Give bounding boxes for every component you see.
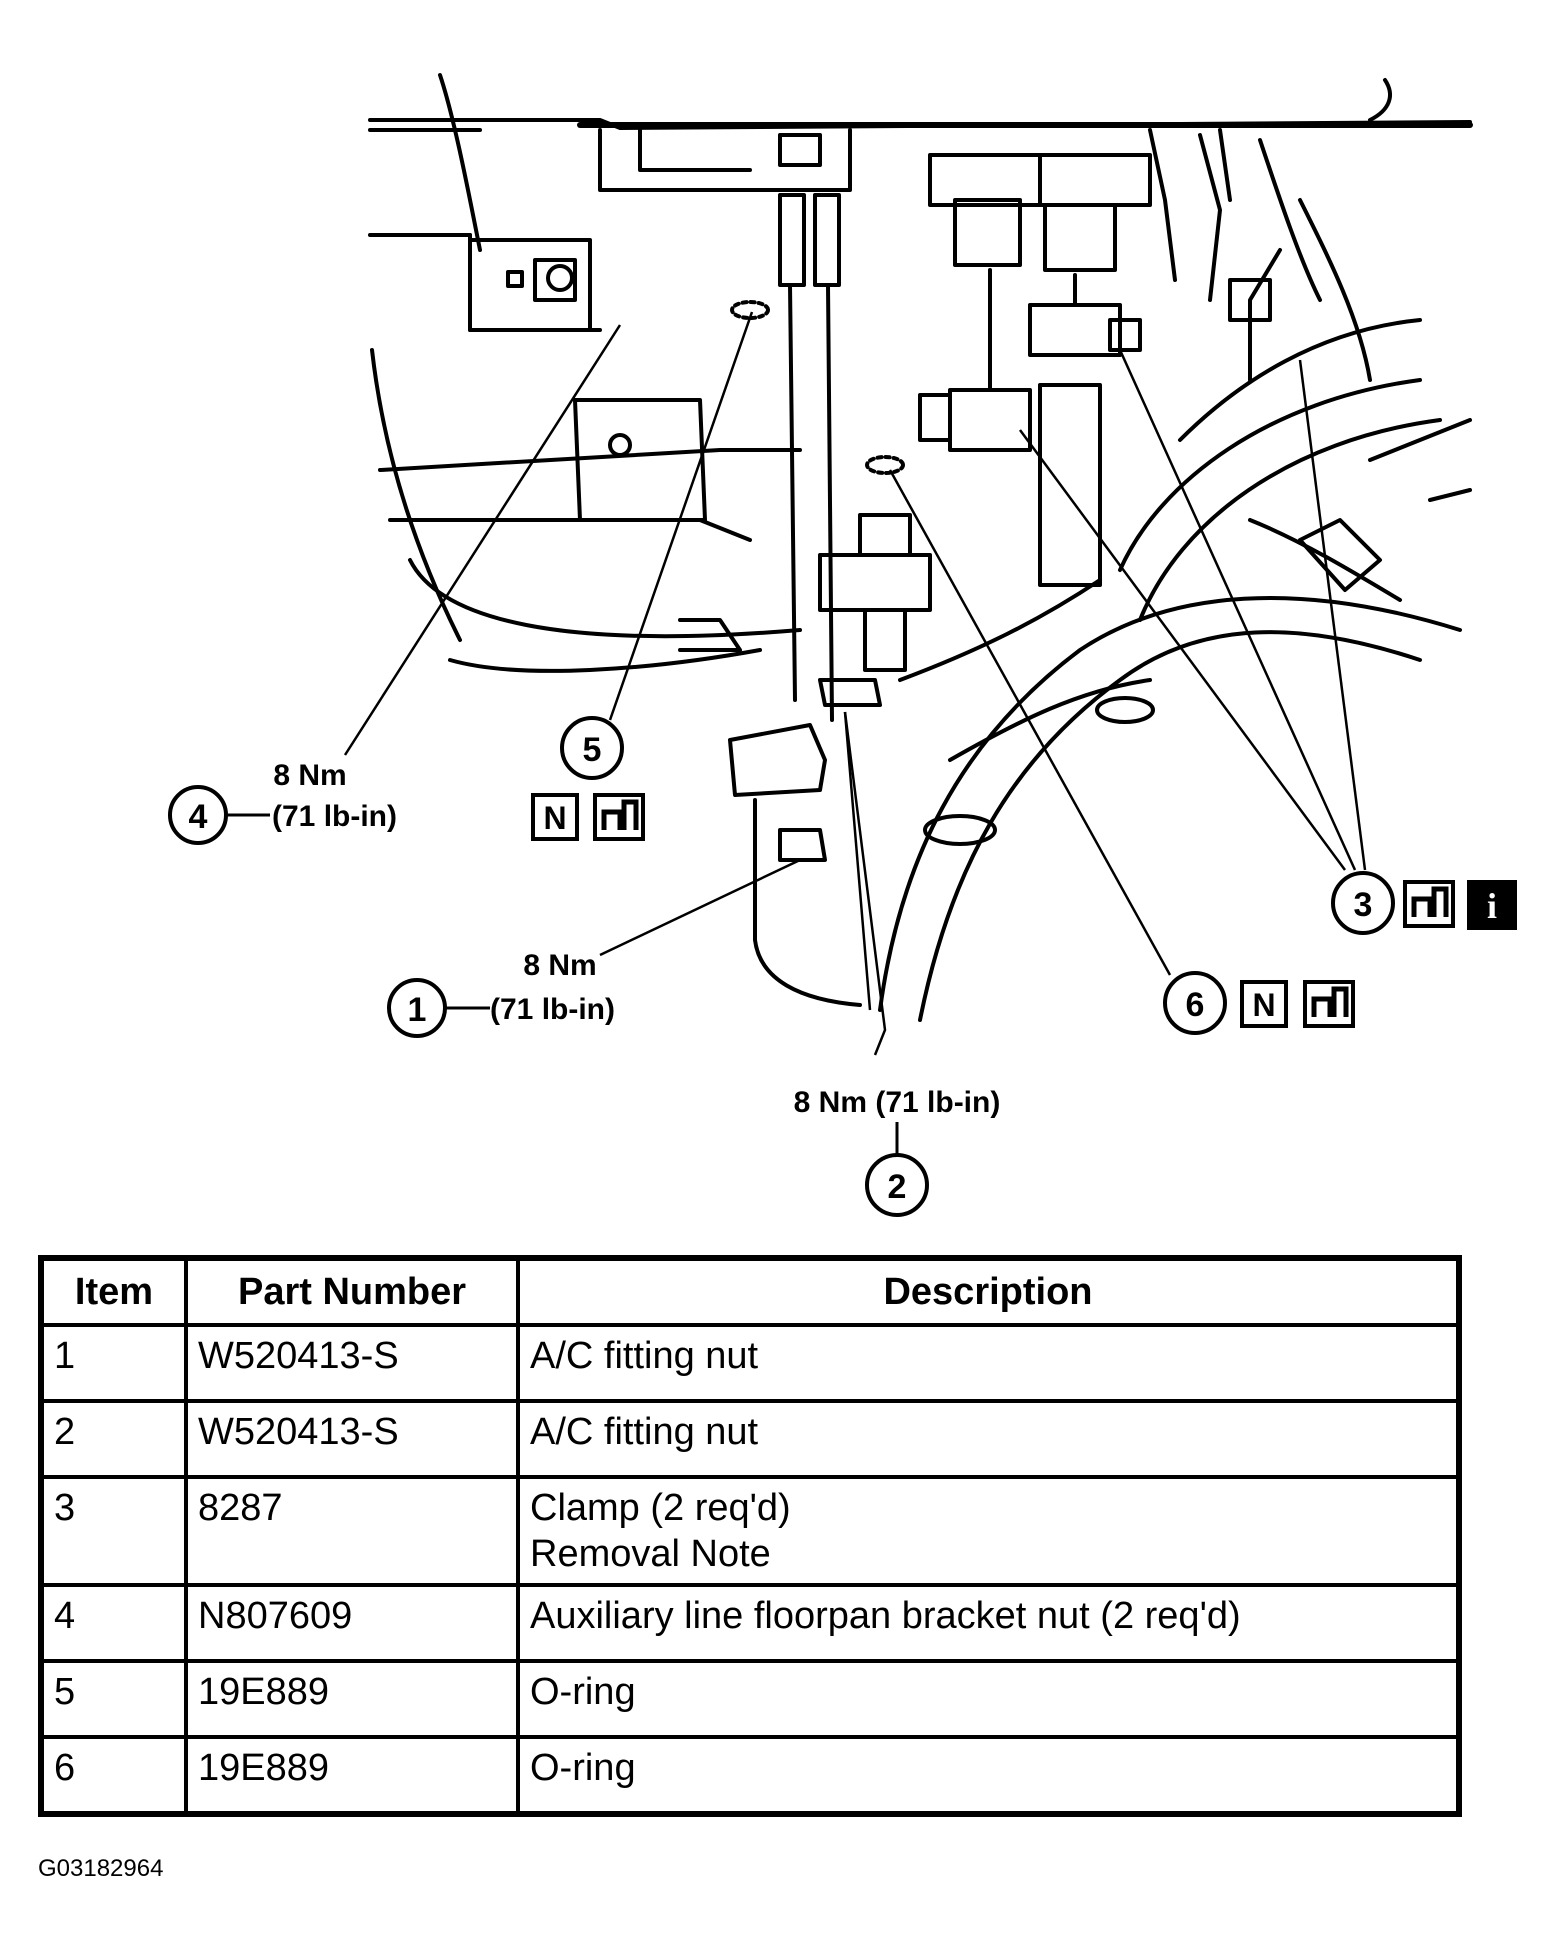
callout-2-circle (865, 1153, 929, 1217)
header-description: Description (516, 1256, 1461, 1327)
table-row: 3 8287 Clamp (2 req'd) Removal Note (39, 1475, 1461, 1587)
cell-description: A/C fitting nut (516, 1323, 1461, 1403)
cell-item: 1 (39, 1323, 188, 1403)
callout-4-torque-nm: 8 Nm (273, 759, 346, 792)
callout-4-torque-lbin: (71 lb-in) (272, 800, 397, 833)
callout-1-number: 1 (408, 991, 427, 1029)
cell-description: Auxiliary line floorpan bracket nut (2 r… (516, 1583, 1461, 1663)
callout-6-number: 6 (1186, 986, 1205, 1024)
table-row: 2 W520413-S A/C fitting nut (39, 1399, 1461, 1479)
callout-3-number: 3 (1354, 886, 1373, 924)
cell-item: 3 (39, 1475, 188, 1587)
svg-text:N: N (543, 800, 566, 836)
cell-part-number: 19E889 (184, 1659, 520, 1739)
cell-item: 2 (39, 1399, 188, 1479)
callout-2-torque: 8 Nm (71 lb-in) (794, 1086, 1001, 1119)
cell-description: Clamp (2 req'd) Removal Note (516, 1475, 1461, 1587)
callout-5-number: 5 (583, 731, 602, 769)
callout-6-circle (1163, 971, 1227, 1035)
cell-part-number: 19E889 (184, 1735, 520, 1816)
callout-3: 3 i (1331, 871, 1517, 935)
removal-icon (1403, 880, 1455, 928)
cell-part-number: N807609 (184, 1583, 520, 1663)
svg-text:N: N (1252, 987, 1275, 1023)
figure-id: G03182964 (38, 1855, 164, 1882)
header-part-number: Part Number (184, 1256, 520, 1327)
leader-lines (343, 311, 1367, 1056)
mechanical-drawing (368, 73, 1473, 1022)
cell-description: O-ring (516, 1659, 1461, 1739)
description-line: Removal Note (530, 1533, 771, 1575)
callout-1-torque-lbin: (71 lb-in) (490, 993, 615, 1026)
cell-item: 5 (39, 1659, 188, 1739)
callout-5: 5 N (531, 716, 645, 841)
table-row: 4 N807609 Auxiliary line floorpan bracke… (39, 1583, 1461, 1663)
cell-item: 4 (39, 1583, 188, 1663)
new-part-icon: N (1240, 980, 1288, 1028)
callout-2: 8 Nm (71 lb-in) 2 (794, 1086, 1001, 1217)
removal-icon (1303, 980, 1355, 1028)
callout-4-number: 4 (189, 798, 208, 836)
description-line: Clamp (2 req'd) (530, 1487, 791, 1529)
callout-1: 1 8 Nm (71 lb-in) (387, 949, 615, 1038)
cell-part-number: W520413-S (184, 1399, 520, 1479)
svg-text:i: i (1487, 886, 1497, 926)
callout-6: 6 N (1163, 971, 1355, 1035)
cell-description: O-ring (516, 1735, 1461, 1816)
table-row: 6 19E889 O-ring (39, 1735, 1461, 1816)
cell-part-number: 8287 (184, 1475, 520, 1587)
callout-4: 4 8 Nm (71 lb-in) (168, 759, 397, 845)
cell-description: A/C fitting nut (516, 1399, 1461, 1479)
callout-3-circle (1331, 871, 1395, 935)
callout-1-torque-nm: 8 Nm (523, 949, 596, 982)
table-header-row: Item Part Number Description (39, 1256, 1461, 1327)
new-part-icon: N (531, 793, 579, 841)
callout-2-number: 2 (888, 1168, 907, 1206)
header-item: Item (39, 1256, 188, 1327)
parts-table: Item Part Number Description 1 W520413-S… (38, 1255, 1462, 1817)
table-row: 1 W520413-S A/C fitting nut (39, 1323, 1461, 1403)
callout-5-circle (560, 716, 624, 780)
information-icon: i (1467, 880, 1517, 930)
table-row: 5 19E889 O-ring (39, 1659, 1461, 1739)
cell-item: 6 (39, 1735, 188, 1816)
ac-line-diagram: 4 8 Nm (71 lb-in) 5 N 1 8 Nm (71 lb-in) … (168, 73, 1517, 1217)
cell-part-number: W520413-S (184, 1323, 520, 1403)
removal-icon (593, 793, 645, 841)
